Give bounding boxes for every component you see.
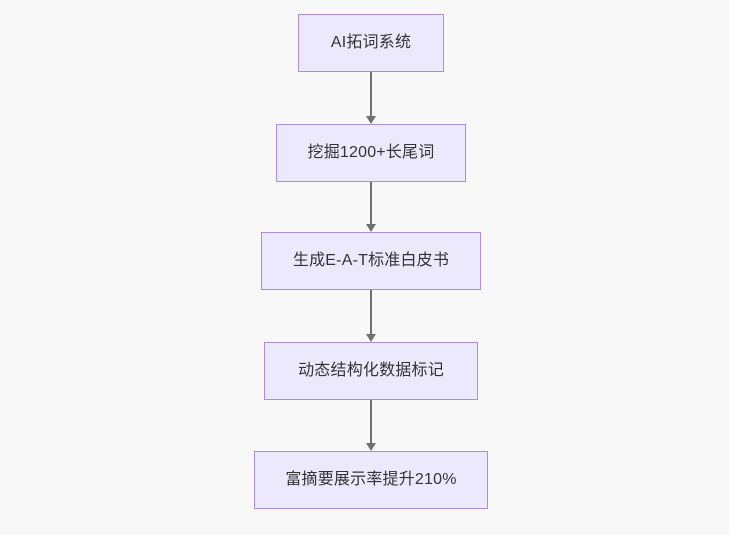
flow-node-label: 富摘要展示率提升210% [285,471,457,488]
flow-connector [366,182,376,232]
flow-node[interactable]: 挖掘1200+长尾词 [276,124,466,182]
flow-node[interactable]: AI拓词系统 [298,14,444,72]
arrow-down-icon [366,224,376,232]
flow-connector [366,72,376,124]
flow-node-label: 挖掘1200+长尾词 [307,144,435,161]
flow-node[interactable]: 富摘要展示率提升210% [254,451,488,509]
arrow-down-icon [366,116,376,124]
flow-connector [366,290,376,342]
arrow-down-icon [366,443,376,451]
flow-connector [366,400,376,451]
flow-node-label: 生成E-A-T标准白皮书 [292,252,450,269]
flow-node-label: AI拓词系统 [330,34,412,51]
flow-node[interactable]: 生成E-A-T标准白皮书 [261,232,481,290]
flow-node[interactable]: 动态结构化数据标记 [264,342,478,400]
connector-line [370,72,372,116]
connector-line [370,400,372,443]
connector-line [370,290,372,334]
connector-line [370,182,372,224]
arrow-down-icon [366,334,376,342]
flow-node-label: 动态结构化数据标记 [298,362,444,379]
